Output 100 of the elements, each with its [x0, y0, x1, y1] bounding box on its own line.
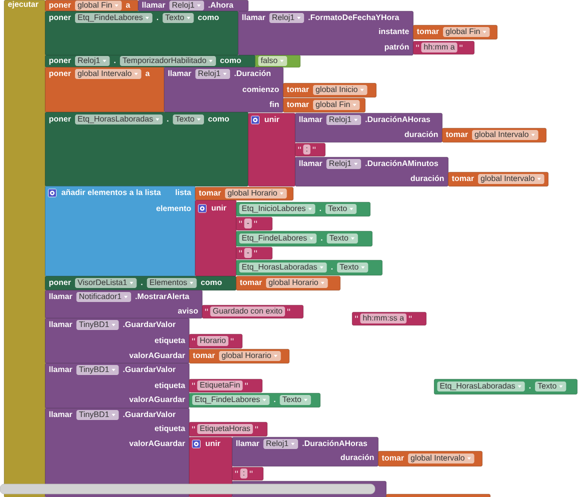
dropdown-field: global Horario [225, 188, 287, 198]
method-name: .DuraciónAMinutos [366, 160, 438, 166]
dropdown-field: VisorDeLista1 [75, 278, 137, 288]
block-keyword: ejecutar [8, 1, 38, 8]
block-keyword: tomar [382, 455, 404, 461]
string-field: Guardado con exito [210, 306, 286, 316]
dropdown-field: Texto [535, 382, 566, 392]
block-keyword: tomar [416, 28, 439, 34]
block-keyword: tomar [192, 352, 215, 358]
dropdown-field: Texto [325, 204, 357, 214]
dropdown-field: Elementos [146, 278, 197, 288]
dropdown-field: Etq_FindeLabores [75, 13, 152, 23]
method-name: .Duración [234, 70, 270, 76]
socket-label: valorAGuardar [129, 352, 186, 358]
dropdown-field: Etq_FindeLabores [192, 395, 270, 405]
socket-label: duración [404, 131, 438, 138]
dropdown-field: Reloj1 [326, 159, 362, 169]
method-name: .GuardarValor [123, 411, 176, 418]
dropdown-field: Texto [280, 395, 311, 405]
block-keyword: a [126, 3, 130, 8]
dropdown-field: global Fin [443, 27, 490, 37]
string-field: - [244, 248, 252, 258]
dropdown-field: falso [258, 56, 288, 66]
dropdown-field: global Fin [313, 100, 360, 110]
block-keyword: . [331, 268, 332, 270]
method-name: .Ahora [208, 2, 234, 8]
block-keyword: llamar [142, 2, 166, 8]
block-keyword: poner [49, 16, 71, 22]
dropdown-field: TinyBD1 [76, 320, 119, 330]
block-keyword: poner [49, 3, 71, 10]
string-field: hh:mm a [421, 42, 458, 52]
dropdown-field: Notificador1 [76, 292, 132, 302]
block-keyword: . [274, 400, 276, 402]
dropdown-field: global Horario [266, 278, 328, 288]
dropdown-field: Etq_InicioLabores [239, 204, 316, 214]
dropdown-field: Etq_FindeLabores [239, 234, 317, 244]
string-field: hh:mm:ss a [360, 314, 407, 324]
block-keyword: tomar [286, 86, 309, 92]
dropdown-field: global Horario [219, 351, 281, 361]
block-keyword: . [141, 284, 142, 286]
dropdown-field: Reloj1 [195, 69, 230, 79]
dropdown-field: Texto [172, 114, 204, 124]
block-keyword: llamar [49, 366, 72, 372]
block-keyword: llamar [299, 160, 322, 166]
block-keyword: tomar [446, 132, 468, 138]
block-keyword: como [201, 280, 222, 286]
dropdown-field: global Inicio [313, 85, 368, 95]
block-keyword: poner [49, 117, 71, 124]
block-keyword: poner [49, 72, 71, 78]
block-keyword: poner [49, 58, 71, 65]
dropdown-field: Texto [162, 13, 194, 23]
dropdown-field: Reloj1 [269, 13, 304, 23]
block-keyword: llamar [236, 440, 260, 446]
string-field: : [240, 468, 248, 478]
method-name: .MostrarAlerta [136, 293, 190, 300]
block-keyword: llamar [168, 70, 192, 76]
block-keyword: . [156, 18, 158, 20]
block-keyword: . [529, 387, 530, 389]
block-keyword: como [198, 16, 219, 20]
block-keyword: tomar [240, 280, 262, 286]
block-keyword: . [167, 120, 168, 122]
block-keyword: tomar [452, 176, 474, 182]
dropdown-field: TinyBD1 [76, 410, 119, 420]
block-keyword: llamar [242, 14, 266, 20]
block-keyword: tomar [198, 190, 221, 196]
socket-label: fin [270, 101, 279, 108]
method-name: .FormatoDeFechaYHora [308, 14, 400, 20]
dropdown-field: Etq_HorasLaboradas [437, 382, 525, 392]
dropdown-field: Texto [326, 234, 358, 244]
dropdown-field: global Intervalo [472, 130, 538, 140]
block-keyword: tomar [286, 102, 309, 108]
dropdown-field: Reloj1 [169, 0, 204, 11]
socket-label: duración [410, 175, 444, 182]
string-field: - [244, 218, 252, 228]
block-keyword: llamar [49, 293, 72, 300]
dropdown-field: global Fin [75, 0, 122, 11]
dropdown-field: TinyBD1 [76, 365, 119, 375]
dropdown-field: Reloj1 [75, 56, 110, 66]
string-field: : [303, 144, 310, 154]
block-keyword: . [114, 62, 116, 64]
dropdown-field: Etq_HorasLaboradas [239, 262, 327, 272]
method-name: .DuraciónAHoras [366, 116, 430, 122]
block-keyword: poner [49, 280, 71, 287]
socket-label: valorAGuardar [129, 440, 186, 446]
dropdown-field: Etq_HorasLaboradas [75, 114, 163, 124]
socket-label: instante [379, 28, 409, 34]
dropdown-field: Texto [337, 262, 368, 272]
block-keyword: unir [206, 440, 220, 446]
method-name: .DuraciónAHoras [302, 440, 368, 446]
dropdown-field: global Intervalo [408, 454, 474, 464]
block-keyword: llamar [49, 411, 72, 418]
string-field: EtiquetaHoras [197, 424, 253, 434]
string-field: Horario [197, 336, 228, 346]
socket-label: valorAGuardar [129, 396, 186, 402]
socket-label: elemento [156, 205, 191, 212]
socket-label: comienzo [242, 86, 279, 92]
socket-label: aviso [178, 308, 198, 314]
dropdown-field: Reloj1 [263, 439, 298, 449]
code-block [386, 494, 490, 497]
dropdown-field: global Intervalo [75, 69, 142, 79]
